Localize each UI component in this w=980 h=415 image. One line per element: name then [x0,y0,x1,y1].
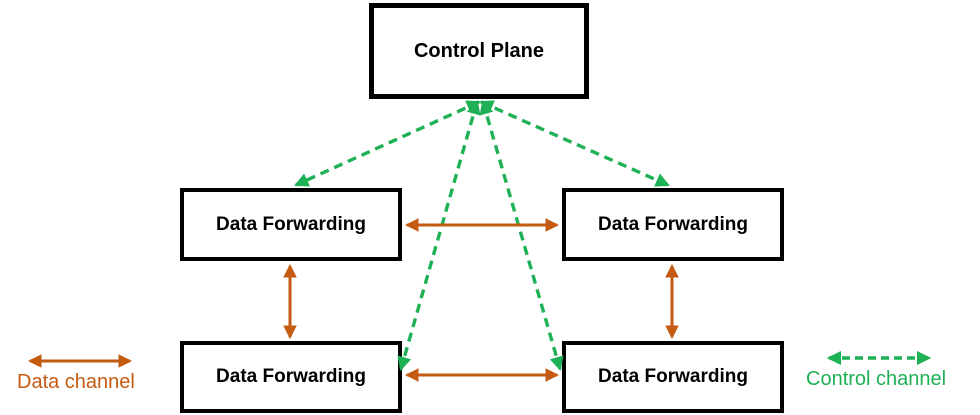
node-data-forwarding-label: Data Forwarding [216,213,366,235]
node-control-plane-label: Control Plane [413,39,544,62]
edge-control-to-bottom-left [397,99,481,372]
node-data-forwarding-label: Data Forwarding [216,366,366,387]
edge-control-to-top-right [479,100,670,187]
node-data-forwarding-bottom-left: Data Forwarding [180,341,402,413]
legend-control-channel-label: Control channel [806,368,947,390]
node-data-forwarding-top-right: Data Forwarding [562,188,784,261]
node-data-forwarding-label: Data Forwarding [598,366,748,387]
node-data-forwarding-bottom-right: Data Forwarding [562,341,784,413]
node-data-forwarding-label: Data Forwarding [598,213,748,235]
node-control-plane: Control Plane [369,3,589,99]
legend-data-channel-label: Data channel [17,371,135,393]
edge-control-to-top-left [294,100,481,187]
node-data-forwarding-top-left: Data Forwarding [180,188,402,261]
edge-control-to-bottom-right [479,99,564,372]
